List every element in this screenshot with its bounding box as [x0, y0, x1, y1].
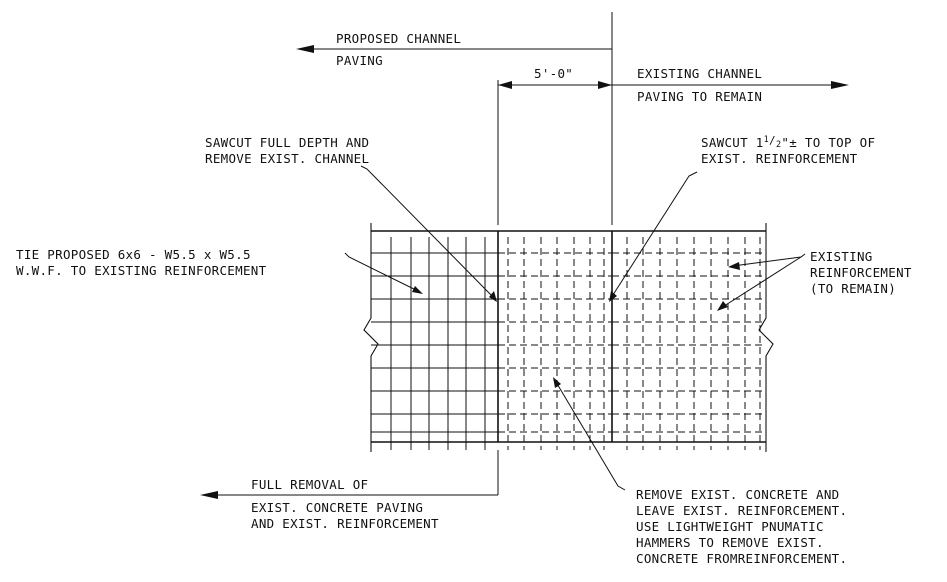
paving-label: PAVING: [336, 53, 383, 68]
remove-concrete-label-4: HAMMERS TO REMOVE EXIST.: [636, 535, 824, 550]
sawcut-partial-slash: /: [769, 134, 776, 147]
existing-reinforcement-grid: [612, 237, 766, 450]
proposed-channel-label: PROPOSED CHANNEL: [336, 31, 461, 46]
sawcut-partial-label-1: SAWCUT 11/2"± TO TOP OF: [701, 134, 875, 150]
retained-reinforcement-grid: [498, 237, 612, 450]
sawcut-partial-leader: [610, 171, 698, 299]
proposed-paving-arrowhead: [296, 45, 314, 53]
full-removal-arrowhead: [200, 491, 218, 499]
existing-paving-arrowhead: [831, 81, 849, 89]
sawcut-full-arrowhead: [489, 291, 497, 302]
dimension-label: 5'-0": [534, 66, 573, 81]
sawcut-partial-arrowhead: [609, 291, 617, 302]
sawcut-partial-prefix: SAWCUT: [701, 135, 756, 150]
full-removal-label-1: FULL REMOVAL OF: [251, 477, 368, 492]
existing-channel-label: EXISTING CHANNEL: [637, 66, 762, 81]
full-removal-label-3: AND EXIST. REINFORCEMENT: [251, 516, 439, 531]
proposed-wwf-grid: [371, 237, 498, 450]
sawcut-partial-den: 2: [776, 140, 781, 150]
remove-concrete-arrowhead: [553, 377, 561, 388]
existing-reinforcement-label-3: (TO REMAIN): [810, 281, 896, 296]
existing-reinforcement-leader-2: [720, 256, 802, 309]
remove-concrete-label-5: CONCRETE FROMREINFORCEMENT.: [636, 551, 847, 566]
existing-reinforcement-leader-1: [732, 253, 806, 267]
right-break-line: [758, 223, 774, 452]
sawcut-partial-whole: 1: [756, 135, 764, 150]
sawcut-full-leader: [360, 165, 495, 299]
existing-reinforcement-label-2: REINFORCEMENT: [810, 265, 912, 280]
tie-proposed-arrowhead: [412, 286, 423, 294]
remove-concrete-label-1: REMOVE EXIST. CONCRETE AND: [636, 487, 839, 502]
slab-section: [363, 223, 774, 452]
tie-proposed-leader: [344, 252, 419, 292]
existing-reinforcement-label-1: EXISTING: [810, 249, 873, 264]
remove-concrete-leader: [555, 381, 626, 491]
sawcut-full-label-1: SAWCUT FULL DEPTH AND: [205, 135, 369, 150]
tie-proposed-label-2: W.W.F. TO EXISTING REINFORCEMENT: [16, 263, 267, 278]
dimension-arrowhead-left: [498, 81, 512, 89]
tie-proposed-label-1: TIE PROPOSED 6x6 - W5.5 x W5.5: [16, 247, 251, 262]
sawcut-partial-num: 1: [764, 135, 769, 145]
remove-concrete-label-2: LEAVE EXIST. REINFORCEMENT.: [636, 503, 847, 518]
remove-concrete-label-3: USE LIGHTWEIGHT PNUMATIC: [636, 519, 824, 534]
dimension-arrowhead-right: [598, 81, 612, 89]
existing-reinforcement-arrowhead-2: [717, 301, 728, 311]
sawcut-full-label-2: REMOVE EXIST. CHANNEL: [205, 151, 369, 166]
sawcut-partial-label-2: EXIST. REINFORCEMENT: [701, 151, 858, 166]
paving-to-remain-label: PAVING TO REMAIN: [637, 89, 762, 104]
left-break-line: [363, 223, 379, 452]
sawcut-partial-suffix: "± TO TOP OF: [781, 135, 875, 150]
full-removal-label-2: EXIST. CONCRETE PAVING: [251, 500, 423, 515]
existing-reinforcement-arrowhead-1: [728, 262, 740, 270]
